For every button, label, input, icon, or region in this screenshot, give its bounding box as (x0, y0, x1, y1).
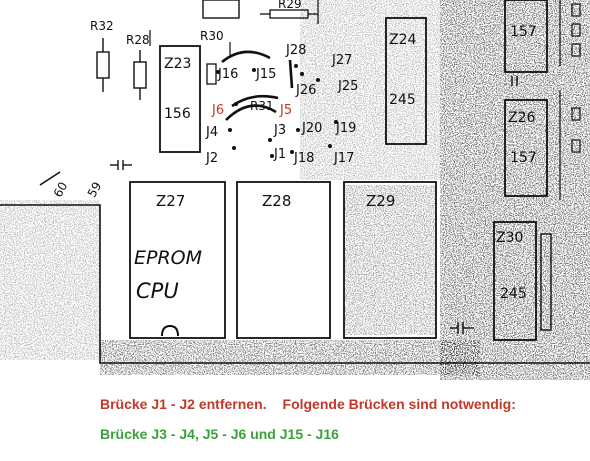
required-jumpers-heading: Folgende Brücken sind notwendig: (282, 396, 516, 412)
svg-text:245: 245 (389, 92, 416, 108)
svg-text:Z30: Z30 (496, 230, 523, 246)
chip-z23: Z23 156 (159, 45, 201, 153)
jumper-label-j2: J2 (205, 151, 218, 166)
jumper-labels: J28 J27 J16 J15 J26 J25 J6 R31 J5 J4 J3 … (205, 43, 358, 166)
instruction-required: Brücke J3 - J4, J5 - J6 und J15 - J16 (100, 426, 339, 442)
board-outline (0, 171, 590, 364)
svg-text:Z27: Z27 (156, 192, 185, 210)
svg-text:157: 157 (510, 24, 537, 40)
board-traces (149, 0, 319, 56)
jumper-label-j20: J20 (301, 121, 322, 136)
capacitor-symbols (110, 76, 518, 334)
chip-z30: Z30 245 (493, 221, 552, 341)
svg-text:Z24: Z24 (389, 32, 416, 48)
resistor-r29: R29 (260, 0, 318, 19)
svg-text:157: 157 (510, 150, 537, 166)
chip-z29: Z29 (343, 181, 437, 339)
jumper-label-j26: J26 (295, 83, 316, 98)
svg-text:R32: R32 (90, 19, 114, 33)
chip-z28: Z28 (236, 181, 331, 339)
resistor-label-r31: R31 (250, 99, 274, 113)
svg-text:R29: R29 (278, 0, 302, 11)
svg-text:245: 245 (500, 286, 527, 302)
jumper-label-j6: J6 (211, 103, 224, 118)
jumper-label-j1: J1 (273, 147, 286, 162)
jumper-pins (216, 64, 338, 158)
resistor-r32: R32 (90, 19, 114, 92)
svg-text:Z23: Z23 (164, 56, 191, 72)
jumper-label-j25: J25 (337, 79, 358, 94)
edge-label-60: 60 (51, 179, 71, 199)
chip-z26: Z26 157 (504, 90, 581, 200)
jumper-label-j4: J4 (205, 125, 218, 140)
remove-jumper-text: Brücke J1 - J2 entfernen. (100, 396, 267, 412)
svg-text:R28: R28 (126, 33, 150, 47)
jumper-label-j17: J17 (333, 151, 354, 166)
resistor-r30: R30 (200, 29, 224, 85)
top-small-component (202, 0, 240, 19)
jumper-label-j28: J28 (285, 43, 306, 58)
svg-text:CPU: CPU (136, 279, 179, 303)
jumper-label-j15: J15 (255, 67, 276, 82)
svg-text:Z29: Z29 (366, 192, 395, 210)
chip-z24: Z24 245 (385, 17, 427, 145)
jumper-label-j5: J5 (279, 103, 292, 118)
svg-text:Z28: Z28 (262, 192, 291, 210)
svg-text:Z26: Z26 (508, 110, 535, 126)
svg-text:EPROM: EPROM (134, 247, 202, 269)
svg-text:R30: R30 (200, 29, 224, 43)
edge-label-59: 59 (85, 179, 105, 199)
jumper-label-j27: J27 (331, 53, 352, 68)
svg-text:156: 156 (164, 106, 191, 122)
chip-z27: Z27 EPROM CPU (129, 181, 226, 339)
jumper-label-j3: J3 (273, 123, 286, 138)
circuit-board-scan: 60 59 R32 R28 R30 R29 Z23 156 Z24 245 1 (0, 0, 590, 380)
jumper-label-j19: J19 (335, 121, 356, 136)
resistor-r28: R28 (126, 33, 150, 100)
instruction-remove: Brücke J1 - J2 entfernen. Folgende Brücke… (100, 396, 516, 412)
chip-top-right: 157 (504, 0, 581, 73)
jumper-label-j16: J16 (217, 67, 238, 82)
jumper-label-j18: J18 (293, 151, 314, 166)
